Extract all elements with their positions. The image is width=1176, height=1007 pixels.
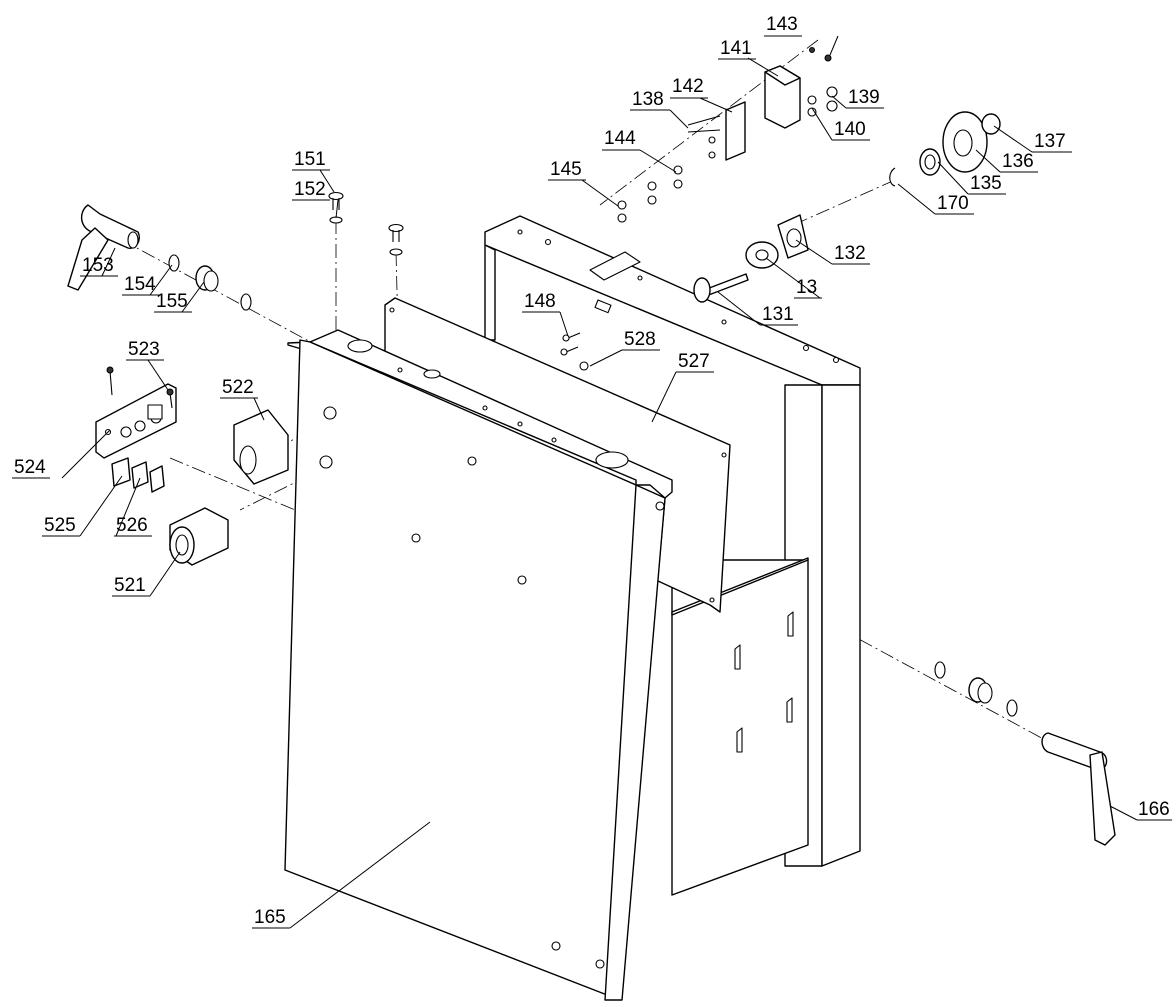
part-label-138: 138 [632, 89, 664, 110]
part-label-151: 151 [294, 149, 326, 170]
part-label-526: 526 [116, 515, 148, 536]
part-label-132: 132 [834, 243, 866, 264]
top-switch-assembly [617, 47, 838, 223]
roller-bracket-assembly [693, 111, 1001, 303]
part-label-145: 145 [550, 159, 582, 180]
part-label-152: 152 [294, 179, 326, 200]
part-label-166: 166 [1138, 799, 1170, 820]
part-label-13: 13 [796, 277, 817, 298]
part-label-131: 131 [762, 304, 794, 325]
left-electrical-parts [95, 366, 289, 566]
part-label-136: 136 [1002, 151, 1034, 172]
part-label-155: 155 [156, 291, 188, 312]
left-lock-handle [67, 204, 252, 311]
part-label-527: 527 [678, 351, 710, 372]
part-label-165: 165 [254, 907, 286, 928]
part-label-523: 523 [128, 339, 160, 360]
part-label-137: 137 [1034, 131, 1066, 152]
bolts-151-152 [328, 191, 404, 256]
front-cabinet [284, 329, 673, 1001]
part-label-170: 170 [937, 193, 969, 214]
part-label-142: 142 [672, 76, 704, 97]
part-label-143: 143 [766, 14, 798, 35]
rear-frame [484, 215, 861, 896]
part-label-154: 154 [124, 274, 156, 295]
part-label-139: 139 [848, 87, 880, 108]
part-label-141: 141 [720, 38, 752, 59]
part-label-153: 153 [82, 255, 114, 276]
part-label-148: 148 [524, 291, 556, 312]
part-label-144: 144 [604, 128, 636, 149]
label-underlines [12, 35, 1172, 929]
part-label-525: 525 [44, 515, 76, 536]
part-label-135: 135 [970, 173, 1002, 194]
part-label-528: 528 [624, 329, 656, 350]
part-labels: 143 141 142 139 138 140 137 144 136 135 … [14, 14, 1170, 928]
leader-lines [61, 35, 1138, 929]
right-lock-handle [934, 661, 1116, 846]
part-label-140: 140 [834, 119, 866, 140]
part-label-524: 524 [14, 457, 46, 478]
small-fasteners [560, 332, 589, 371]
part-label-522: 522 [222, 377, 254, 398]
part-label-521: 521 [114, 575, 146, 596]
